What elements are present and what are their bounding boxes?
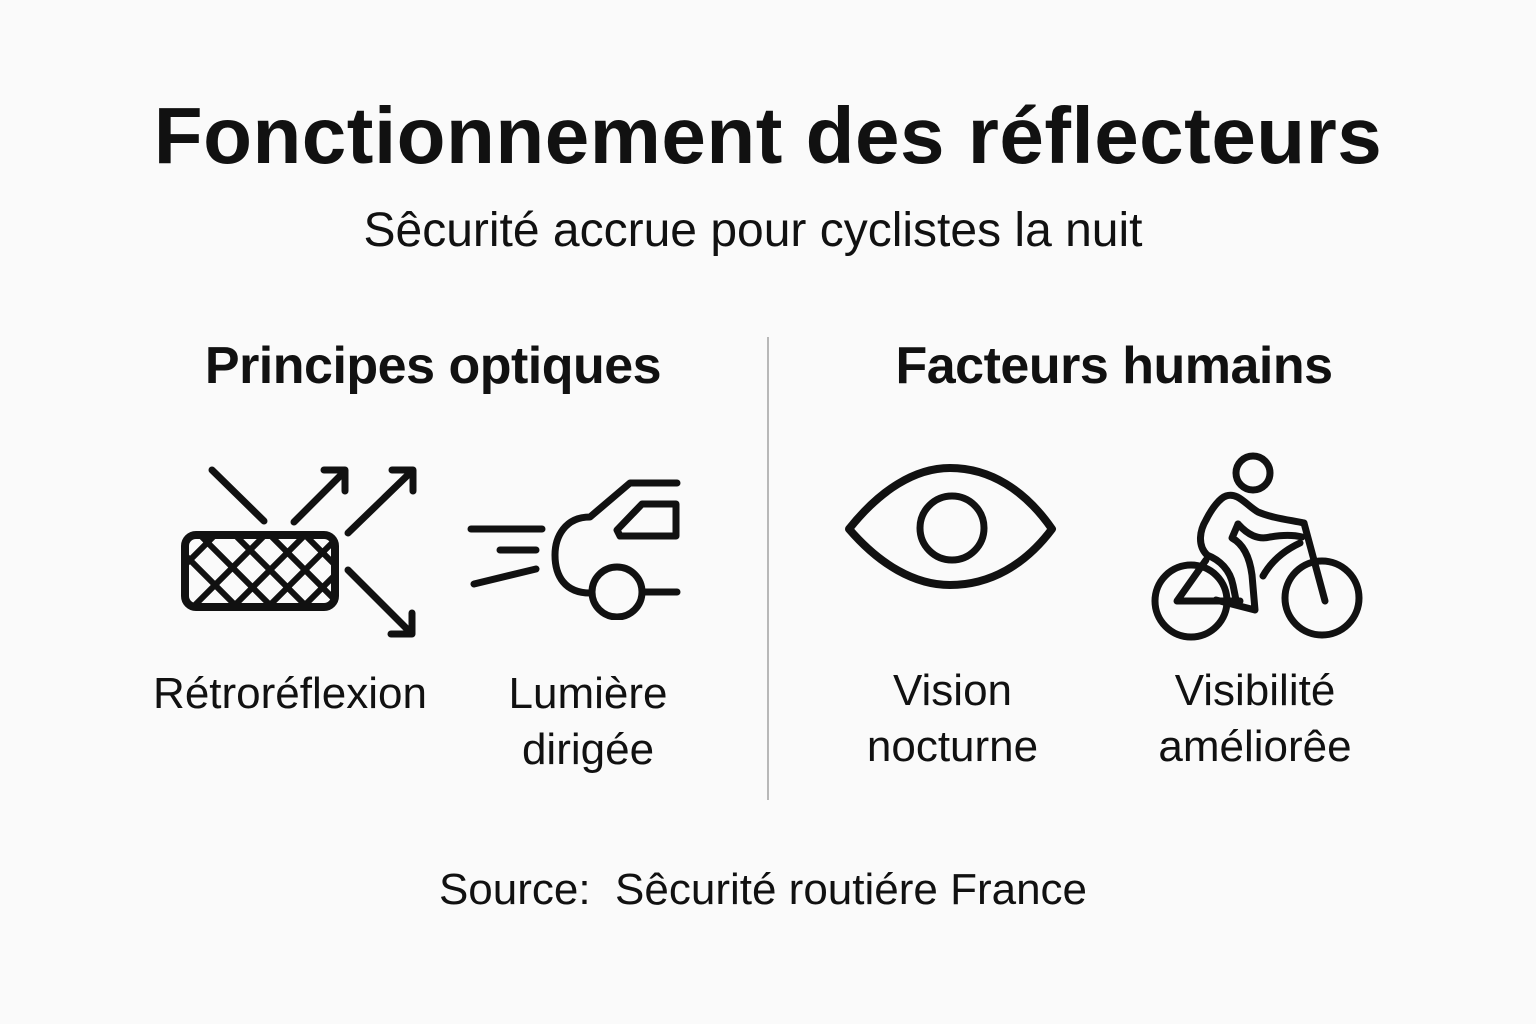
label-retroreflection: Rétroréflexion — [120, 666, 460, 722]
label-improved-visibility: Visibilité améliorêe — [1115, 663, 1395, 775]
label-line: Rétroréflexion — [153, 669, 427, 718]
section-title-optical: Principes optiques — [204, 337, 662, 395]
retroreflector-icon — [170, 455, 430, 650]
label-line: Vision — [892, 666, 1013, 715]
label-line: améliorêe — [1158, 722, 1352, 771]
label-directed-light: Lumière dirigée — [468, 666, 708, 778]
label-line: Lumière — [508, 669, 668, 718]
eye-icon — [840, 455, 1065, 600]
section-title-human: Facteurs humains — [895, 337, 1333, 395]
section-divider — [767, 337, 769, 800]
page-subtitle: Sêcurité accrue pour cyclistes la nuit — [363, 204, 1143, 257]
label-night-vision: Vision nocturne — [815, 663, 1090, 775]
label-line: dirigée — [521, 725, 655, 774]
page-title: Fonctionnement des réflecteurs — [153, 91, 1383, 180]
car-headlight-icon — [460, 470, 690, 620]
source-credit: Source: Sêcurité routiére France — [438, 865, 1088, 914]
label-line: Visibilité — [1174, 666, 1336, 715]
cyclist-icon — [1140, 448, 1375, 648]
label-line: nocturne — [866, 722, 1039, 771]
